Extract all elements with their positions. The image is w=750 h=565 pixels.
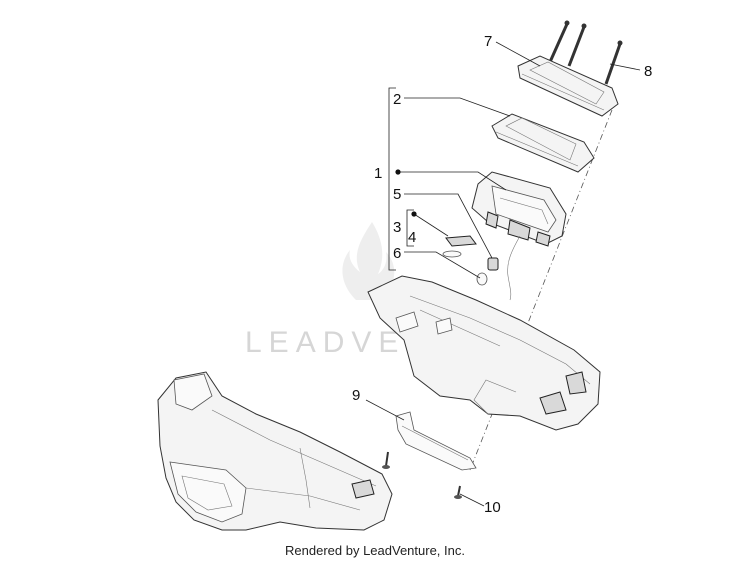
callout-1: 1 — [374, 165, 382, 182]
instrument-cluster-part-1 — [471, 171, 567, 301]
footer-credit: Rendered by LeadVenture, Inc. — [285, 543, 465, 558]
callout-8: 8 — [644, 63, 652, 80]
leader-dot-3 — [411, 211, 417, 217]
screw-part-10 — [382, 451, 462, 499]
callout-3: 3 — [393, 219, 401, 236]
group-bracket-3 — [406, 209, 414, 247]
leader-line-6 — [404, 251, 481, 279]
callout-7: 7 — [484, 33, 492, 50]
callout-6: 6 — [393, 245, 401, 262]
leader-line-8 — [609, 63, 641, 71]
leader-line-1 — [398, 171, 507, 191]
bracket-part-9 — [395, 411, 477, 471]
watermark-logo — [342, 222, 395, 300]
rubber-block-part-4 — [445, 235, 477, 247]
callout-10: 10 — [484, 499, 501, 516]
grommet-part-6 — [476, 257, 499, 286]
cover-ring-part-7 — [517, 55, 619, 117]
washer-part-4b — [442, 250, 462, 258]
callout-5: 5 — [393, 186, 401, 203]
rear-handlebar-cover — [367, 275, 601, 431]
screw-part-8 — [548, 20, 623, 85]
leader-line-2 — [404, 97, 511, 117]
callout-4: 4 — [408, 229, 416, 246]
leader-line-9 — [365, 399, 405, 421]
group-bracket-1 — [388, 87, 396, 271]
callout-9: 9 — [352, 387, 360, 404]
leader-line-4 — [413, 213, 449, 237]
leader-dot-1 — [395, 169, 401, 175]
leader-line-5 — [404, 193, 493, 259]
frame-part-2 — [491, 113, 595, 173]
leader-line-10 — [459, 493, 485, 507]
callout-2: 2 — [393, 91, 401, 108]
front-handlebar-cover — [157, 371, 393, 531]
leader-line-7 — [495, 41, 541, 67]
